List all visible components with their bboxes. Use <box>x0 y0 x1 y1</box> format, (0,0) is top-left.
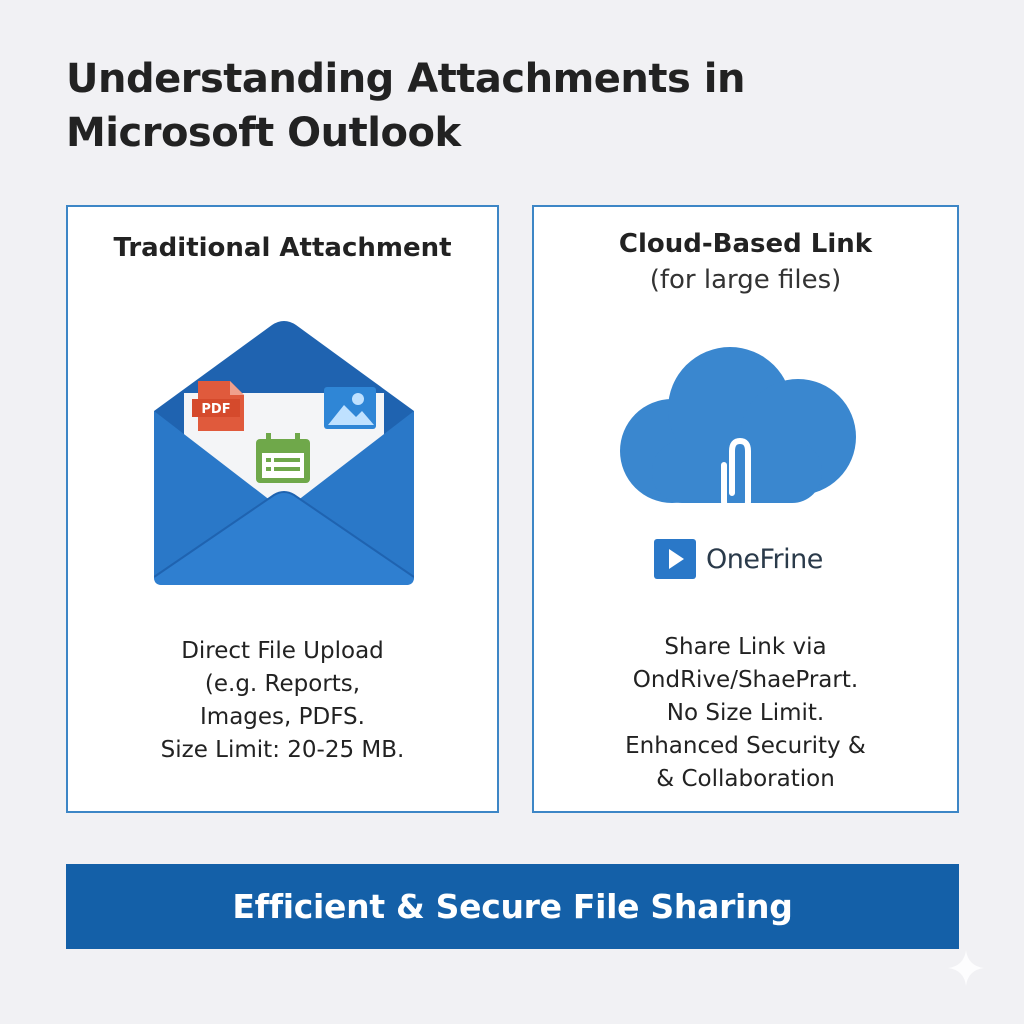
traditional-attachment-heading: Traditional Attachment <box>113 233 452 263</box>
image-file-icon <box>324 387 376 429</box>
footer-banner: Efficient & Secure File Sharing <box>66 864 959 949</box>
cloud-icon <box>620 347 856 511</box>
description-line: Direct File Upload <box>181 638 384 664</box>
footer-text: Efficient & Secure File Sharing <box>232 887 793 926</box>
traditional-attachment-description: Direct File Upload (e.g. Reports, Images… <box>68 635 497 767</box>
description-line: Enhanced Security & <box>625 733 866 759</box>
description-line: Size Limit: 20-25 MB. <box>160 737 405 763</box>
cloud-link-heading: Cloud-Based Link <box>618 229 873 259</box>
description-line: OndRive/ShaePrart. <box>632 667 859 693</box>
description-line: (e.g. Reports, <box>204 671 361 697</box>
page-title-line-1: Understanding Attachments in <box>66 56 745 102</box>
paperclip-icon <box>721 437 751 511</box>
pdf-badge-label: PDF <box>201 402 230 417</box>
pdf-file-icon: PDF <box>192 381 244 431</box>
brand-name: OneFrine <box>706 543 823 575</box>
calendar-document-icon <box>256 433 310 483</box>
traditional-attachment-card: Traditional Attachment PDF <box>66 205 499 813</box>
sparkle-icon <box>948 950 984 986</box>
cloud-link-subheading: (for large files) <box>649 265 842 295</box>
description-line: No Size Limit. <box>666 700 825 726</box>
onefrine-brand: OneFrine <box>654 539 823 579</box>
description-line: & Collaboration <box>656 766 835 792</box>
play-icon <box>654 539 696 579</box>
description-line: Share Link via <box>664 634 827 660</box>
description-line: Images, PDFS. <box>200 704 365 730</box>
page-title-line-2: Microsoft Outlook <box>66 110 461 156</box>
envelope-icon: PDF <box>154 321 414 585</box>
cloud-link-description: Share Link via OndRive/ShaePrart. No Siz… <box>534 631 957 796</box>
cloud-link-card: Cloud-Based Link (for large files) OneFr… <box>532 205 959 813</box>
page-title: Understanding Attachments in Microsoft O… <box>66 52 946 160</box>
